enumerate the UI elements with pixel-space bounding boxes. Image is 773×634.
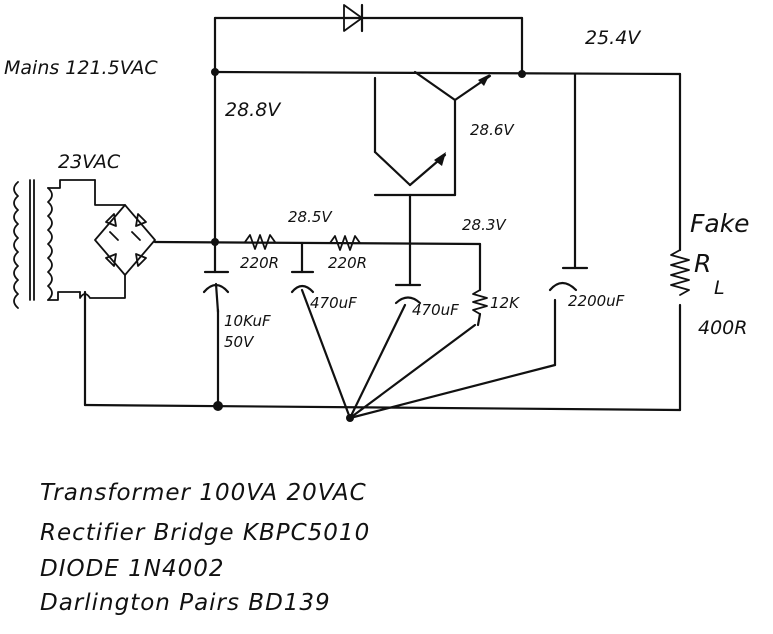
- capacitor-c3: [394, 283, 422, 305]
- resistor-r3: [472, 242, 488, 327]
- load-symbol-label: R: [694, 249, 711, 278]
- junction-dot: [346, 414, 354, 422]
- capacitor-c2: [290, 241, 315, 294]
- filter-node1-voltage-label: 28.5V: [288, 208, 333, 226]
- rectifier-bridge: [79, 179, 156, 299]
- note-transformer: Transformer 100VA 20VAC: [40, 480, 367, 506]
- mains-label: Mains 121.5VAC: [4, 57, 158, 79]
- c1-voltage-label: 50V: [224, 333, 255, 351]
- c4-value-label: 2200uF: [568, 292, 625, 310]
- secondary-voltage-label: 23VAC: [58, 151, 121, 173]
- load-resistor: [670, 249, 690, 296]
- load-subscript-label: L: [714, 277, 725, 299]
- c2-value-label: 470uF: [310, 294, 357, 312]
- note-darlington: Darlington Pairs BD139: [40, 590, 331, 616]
- filter-node2-voltage-label: 28.3V: [462, 216, 507, 234]
- q2-emitter-arrow: [434, 152, 446, 166]
- diode-1n4002: [343, 3, 364, 33]
- junction-dot: [518, 70, 526, 78]
- capacitor-c4: [548, 266, 589, 292]
- c3-value-label: 470uF: [412, 301, 459, 319]
- q1-base-voltage-label: 28.6V: [470, 121, 515, 139]
- top-rail-voltage-label: 25.4V: [585, 27, 642, 49]
- load-value-label: 400R: [698, 317, 747, 339]
- note-diode: DIODE 1N4002: [40, 556, 225, 582]
- transformer-symbol: [13, 179, 96, 309]
- r2-value-label: 220R: [328, 254, 367, 272]
- note-rectifier: Rectifier Bridge KBPC5010: [40, 520, 370, 546]
- collector-rail-voltage-label: 28.8V: [225, 99, 282, 121]
- r3-value-label: 12K: [490, 294, 520, 312]
- c1-value-label: 10KuF: [224, 312, 271, 330]
- junction-dot: [213, 401, 223, 411]
- load-prefix-label: Fake: [690, 209, 750, 238]
- capacitor-c1: [202, 240, 230, 314]
- resistor-r2: [329, 235, 361, 251]
- resistor-r1: [244, 234, 276, 250]
- wiring: [83, 16, 682, 420]
- junction-dot: [211, 68, 219, 76]
- q1-emitter-arrow: [478, 74, 490, 86]
- r1-value-label: 220R: [240, 254, 279, 272]
- junction-dot: [211, 238, 219, 246]
